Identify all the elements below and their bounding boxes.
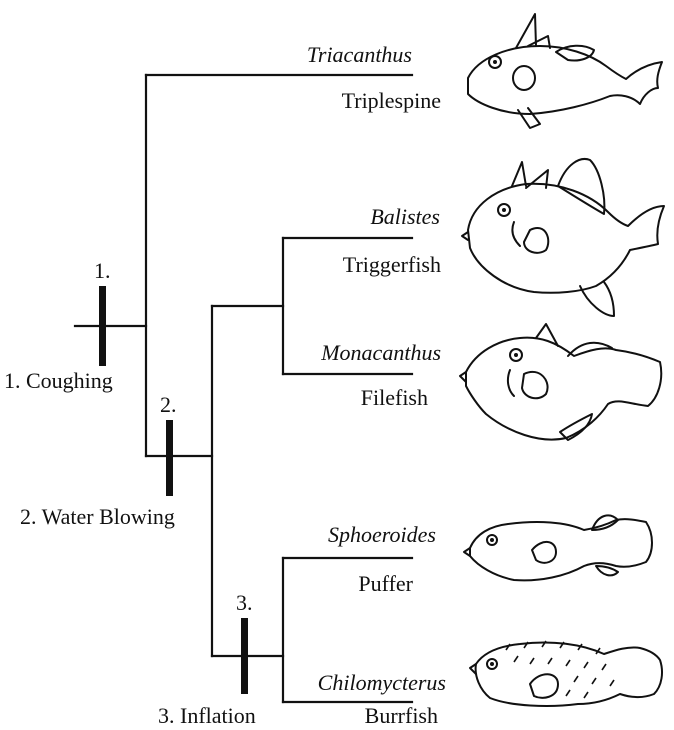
character-1-number: 1. xyxy=(94,258,111,283)
character-2-label: 2. Water Blowing xyxy=(20,504,175,529)
character-2-number: 2. xyxy=(160,392,177,417)
taxon-2-common: Triggerfish xyxy=(343,252,441,277)
taxon-4-common: Puffer xyxy=(358,571,413,596)
triplespine-gill xyxy=(513,66,535,90)
taxon-5-common: Burrfish xyxy=(365,703,438,728)
character-1-label: 1. Coughing xyxy=(4,368,113,393)
puffer-fish-illustration xyxy=(464,515,652,580)
taxon-1-common: Triplespine xyxy=(342,88,441,113)
taxon-2-genus: Balistes xyxy=(370,204,440,229)
taxon-4-genus: Sphoeroides xyxy=(328,522,436,547)
character-3-number: 3. xyxy=(236,590,253,615)
character-bar-1 xyxy=(99,286,106,366)
filefish-illustration xyxy=(460,324,661,440)
character-bar-3 xyxy=(241,618,248,694)
taxon-3-common: Filefish xyxy=(361,385,428,410)
taxon-1-genus: Triacanthus xyxy=(307,42,412,67)
burrfish-illustration xyxy=(470,641,662,706)
triggerfish-illustration xyxy=(462,159,664,316)
taxon-5-genus: Chilomycterus xyxy=(318,670,446,695)
taxon-3-genus: Monacanthus xyxy=(320,340,441,365)
character-3-label: 3. Inflation xyxy=(158,703,256,728)
burrfish-spines xyxy=(506,641,614,698)
character-bar-2 xyxy=(166,420,173,496)
triplespine-fish-illustration xyxy=(468,14,662,128)
